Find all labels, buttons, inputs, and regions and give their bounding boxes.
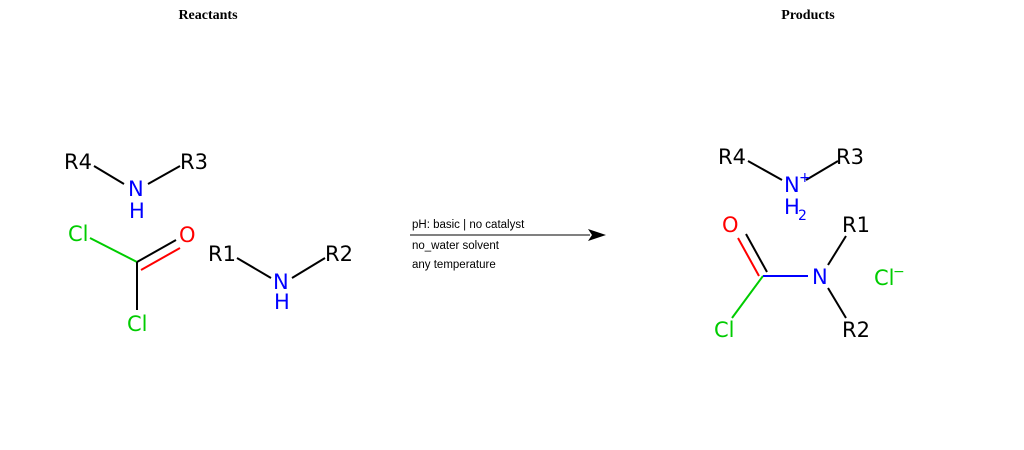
- reaction-arrow: [410, 229, 606, 241]
- bond-r4-n: [747, 160, 783, 181]
- bond-c-o-2: [140, 247, 181, 271]
- label-r3: R3: [180, 150, 208, 174]
- label-h: H: [784, 195, 800, 219]
- arrow-head: [588, 229, 606, 241]
- label-n: N: [273, 270, 289, 294]
- bond-o-c-2: [745, 233, 768, 273]
- bond-r4-n: [93, 165, 125, 185]
- label-h: H: [274, 290, 290, 314]
- products-title: Products: [781, 8, 835, 23]
- label-cl: Cl: [874, 266, 895, 290]
- bond-n-r2: [827, 287, 847, 319]
- bond-n-r2: [291, 257, 326, 279]
- label-h-count: 2: [798, 208, 807, 224]
- label-n: N: [128, 177, 144, 201]
- product-ammonium: R4 N + H 2 R3: [718, 145, 864, 224]
- label-r2: R2: [325, 242, 353, 266]
- label-n: N: [784, 173, 800, 197]
- bond-n-r3: [805, 160, 839, 181]
- reactant-amine-b: R1 N H R2: [208, 242, 353, 314]
- label-r3: R3: [836, 145, 864, 169]
- bond-n-r3: [147, 165, 181, 185]
- condition-ph: pH: basic | no catalyst: [412, 219, 525, 231]
- reactants-title: Reactants: [178, 8, 238, 23]
- product-carbamoyl-chloride: O Cl N R1 R2: [714, 213, 870, 342]
- label-cl-bottom: Cl: [127, 312, 148, 336]
- label-r4: R4: [64, 150, 92, 174]
- label-r1: R1: [208, 242, 236, 266]
- label-o: O: [722, 213, 739, 237]
- label-cl-top: Cl: [68, 222, 89, 246]
- reactant-phosgene: Cl O Cl: [68, 222, 196, 336]
- condition-solvent: no_water solvent: [412, 240, 499, 252]
- bond-n-r1: [827, 235, 847, 266]
- label-cl: Cl: [714, 318, 735, 342]
- label-r1: R1: [842, 213, 870, 237]
- label-h: H: [129, 199, 145, 223]
- bond-r1-n: [236, 257, 272, 279]
- label-r4: R4: [718, 145, 746, 169]
- bond-cl-c: [89, 237, 138, 263]
- bond-c-cl: [731, 275, 764, 319]
- label-charge: +: [799, 170, 811, 186]
- product-chloride: Cl −: [874, 264, 905, 290]
- label-r2: R2: [842, 318, 870, 342]
- bond-c-o-1: [136, 239, 177, 263]
- condition-temperature: any temperature: [412, 259, 496, 271]
- label-n: N: [812, 265, 828, 289]
- label-o: O: [179, 223, 196, 247]
- label-charge: −: [893, 264, 905, 280]
- reactant-amine-a: R4 N H R3: [64, 150, 208, 223]
- bond-o-c-1: [737, 237, 760, 277]
